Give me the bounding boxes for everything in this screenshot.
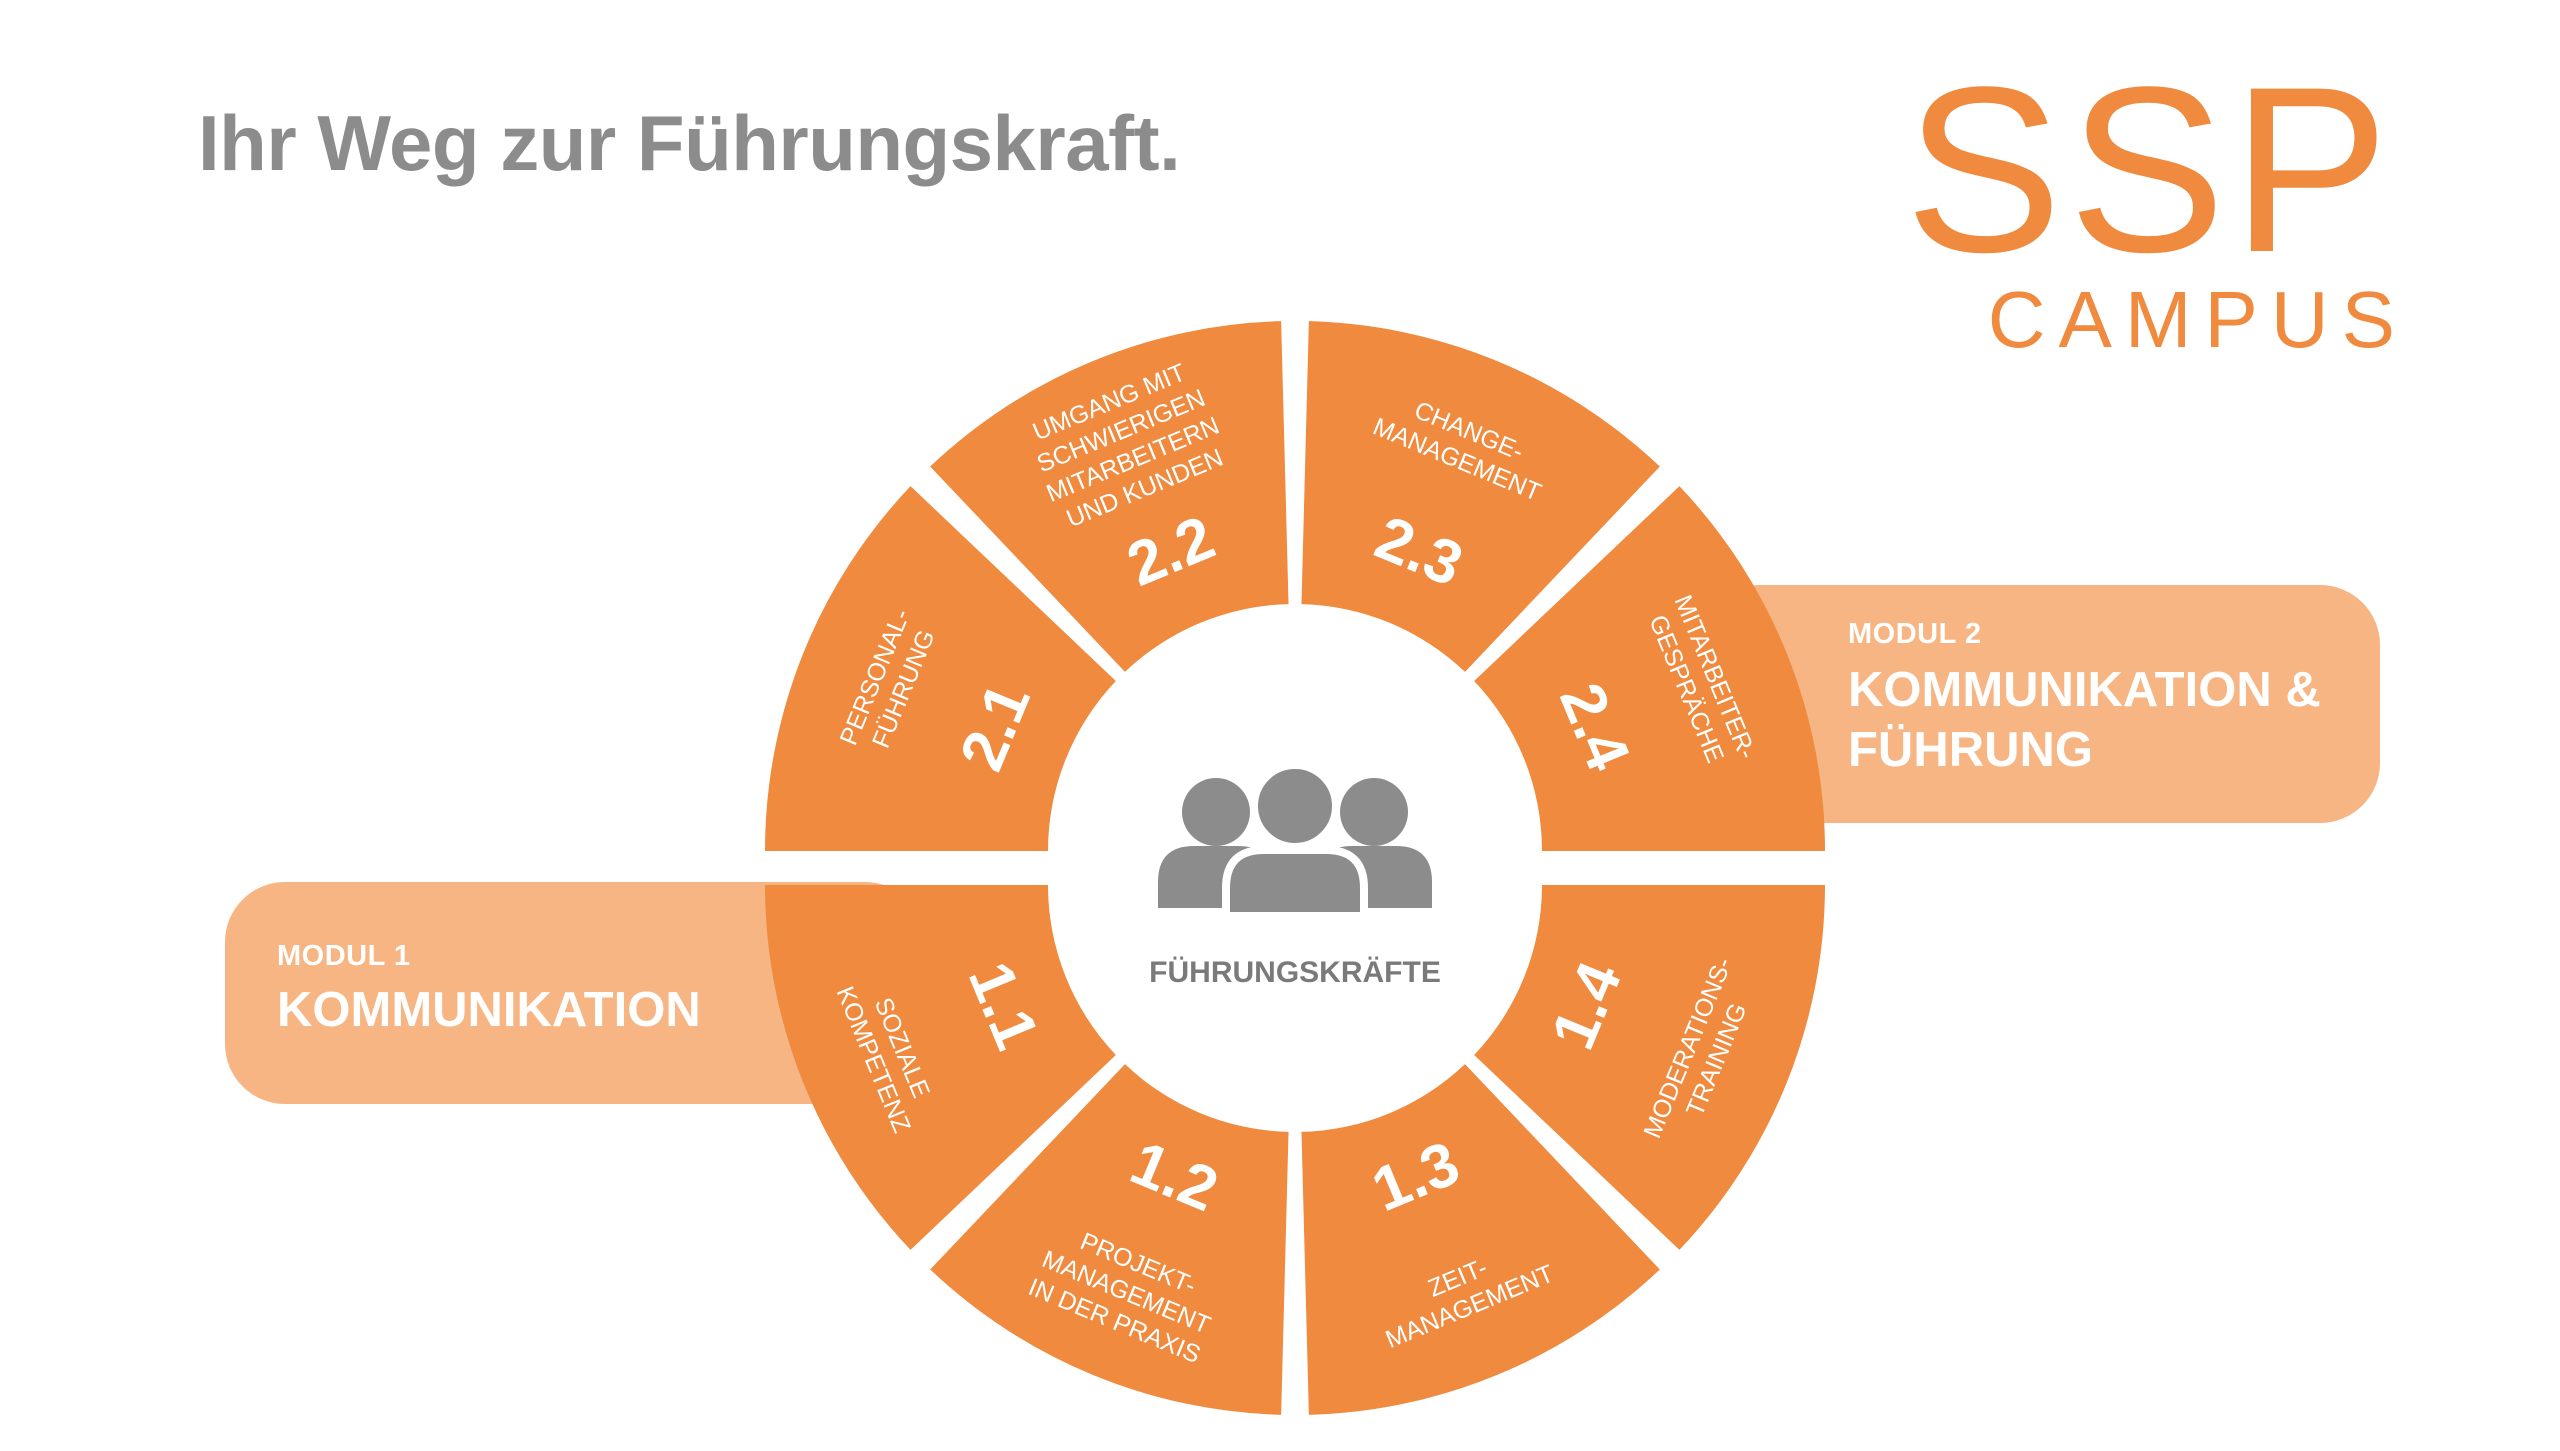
segment-2-4 — [1474, 486, 1825, 851]
segment-2-3 — [1301, 321, 1660, 672]
segment-1-2 — [930, 1064, 1289, 1415]
module-2-name: KOMMUNIKATION & FÜHRUNG — [1848, 661, 2321, 781]
segment-1-1 — [765, 885, 1116, 1250]
segment-text-1-2: PROJEKT-MANAGEMENTIN DER PRAXIS — [1024, 1216, 1228, 1369]
segment-2-2 — [930, 321, 1289, 672]
segment-1-4 — [1474, 885, 1825, 1250]
logo-sub-text: CAMPUS — [1987, 275, 2408, 364]
logo-main-text: SSP — [1904, 38, 2395, 302]
module-2-name-line1: KOMMUNIKATION & — [1848, 663, 2321, 717]
segment-2-1 — [765, 486, 1116, 851]
segment-1-3 — [1301, 1064, 1660, 1415]
module-2-label: MODUL 2 — [1848, 618, 1982, 650]
module-1-label: MODUL 1 — [277, 940, 411, 972]
page-title: Ihr Weg zur Führungskraft. — [198, 99, 1181, 187]
module-1-name: KOMMUNIKATION — [277, 983, 701, 1037]
ssp-campus-logo: SSP CAMPUS — [1905, 52, 2395, 360]
wheel-segments — [765, 321, 1825, 1415]
group-people-icon — [1158, 761, 1432, 920]
center-label: FÜHRUNGSKRÄFTE — [1149, 956, 1441, 989]
module-2-name-line2: FÜHRUNG — [1848, 722, 2093, 777]
